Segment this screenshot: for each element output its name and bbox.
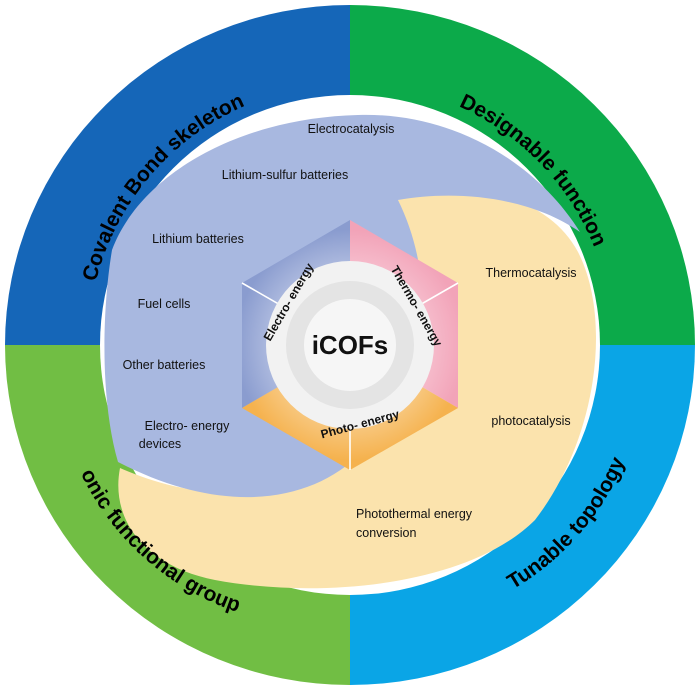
app-thermocatalysis: Thermocatalysis: [486, 266, 577, 280]
app-fuel-cells: Fuel cells: [138, 297, 191, 311]
app-electro-devices-line2: devices: [139, 437, 181, 451]
app-lithium-sulfur: Lithium-sulfur batteries: [222, 168, 348, 182]
app-electrocatalysis: Electrocatalysis: [308, 122, 395, 136]
app-other-batteries: Other batteries: [123, 358, 206, 372]
app-lithium: Lithium batteries: [152, 232, 244, 246]
center-circle-core: [304, 299, 396, 391]
app-photocatalysis: photocatalysis: [491, 414, 570, 428]
center-title: iCOFs: [312, 330, 389, 360]
thermo-photo-region: [118, 189, 597, 589]
app-photothermal-line2: conversion: [356, 526, 416, 540]
app-electro-devices-line1: Electro- energy: [145, 419, 231, 433]
app-photothermal-line1: Photothermal energy: [356, 507, 473, 521]
